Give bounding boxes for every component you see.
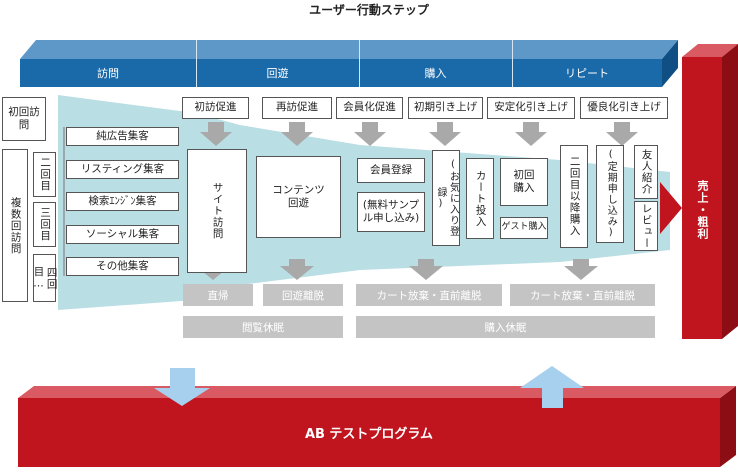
exit-browse-leave: 回遊離脱	[263, 284, 343, 306]
stage-band-front	[20, 59, 662, 87]
diagram-title: ユーザー行動ステップ	[309, 3, 429, 17]
stage-separator	[196, 40, 197, 87]
stage-repeat: リピート	[565, 67, 609, 80]
review-box: レビュー	[634, 201, 658, 251]
repeat-count-3: 三回目	[33, 202, 56, 247]
tactic-revisit: 再訪促進	[262, 97, 332, 119]
tactic-membership: 会員化促進	[336, 97, 403, 119]
channel-other: その他集客	[66, 257, 179, 276]
tactic-stable-upgrade: 安定化引き上げ	[487, 97, 575, 119]
channel-social: ソーシャル集客	[66, 225, 179, 244]
result-box-front	[682, 57, 722, 339]
result-label: 売上・粗利	[696, 180, 709, 240]
cart-box: カート投入	[466, 158, 494, 239]
member-register-box: 会員登録	[357, 158, 425, 183]
stage-separator	[359, 40, 360, 87]
funnel-arrow-head	[660, 182, 682, 234]
program-bar-front	[18, 398, 720, 467]
subscription-box: (定期申し込み)	[596, 145, 624, 243]
up-arrow-big-head	[520, 366, 584, 388]
result-box-side	[722, 44, 738, 339]
repeat-purchase-box: 二回目以降購入	[560, 145, 588, 248]
channel-listing: リスティング集客	[66, 160, 179, 179]
stage-separator	[512, 40, 513, 87]
exit-cart-abandon-2: カート放棄・直前離脱	[510, 284, 655, 306]
favorite-box: (お気に入り登録)	[432, 150, 460, 246]
dormant-browse: 閲覧休眠	[183, 316, 343, 338]
tactic-initial-upgrade: 初期引き上げ	[408, 97, 483, 119]
up-arrow-big	[542, 388, 563, 408]
site-visit-box: サイト訪問	[187, 149, 247, 273]
program-bar-top	[18, 386, 736, 398]
stage-visit: 訪問	[97, 67, 119, 80]
stage-band-top	[20, 40, 678, 59]
tactic-first-visit: 初訪促進	[182, 97, 249, 119]
channel-display-ads: 純広告集客	[66, 127, 179, 146]
stage-band-side	[662, 40, 678, 87]
stage-browse: 回遊	[266, 67, 289, 80]
repeat-count-2: 二回目	[33, 152, 56, 197]
result-box-top	[682, 44, 738, 57]
exit-bounce: 直帰	[183, 284, 253, 306]
stage-purchase: 購入	[424, 67, 447, 80]
exit-cart-abandon-1: カート放棄・直前離脱	[356, 284, 502, 306]
program-bar-side	[720, 386, 736, 467]
down-arrow-big	[154, 368, 210, 406]
content-browse-box: コンテンツ回遊	[256, 156, 341, 238]
referral-box: 友人紹介	[634, 145, 658, 199]
first-visit-box: 初回訪問	[2, 97, 46, 141]
tactic-loyal-upgrade: 優良化引き上げ	[580, 97, 668, 119]
channel-search: 検索ｴﾝｼﾞﾝ集客	[66, 192, 179, 211]
free-sample-box: (無料サンプル申し込み)	[357, 192, 425, 232]
dormant-purchase: 購入休眠	[356, 316, 655, 338]
repeat-visit-box: 複数回訪問	[2, 149, 28, 302]
ab-test-program: AB テストプログラム	[304, 427, 434, 442]
repeat-count-4: 四回目…	[33, 254, 58, 302]
first-purchase-box: 初回購入	[500, 158, 548, 206]
guest-purchase-box: ゲスト購入	[500, 217, 548, 239]
